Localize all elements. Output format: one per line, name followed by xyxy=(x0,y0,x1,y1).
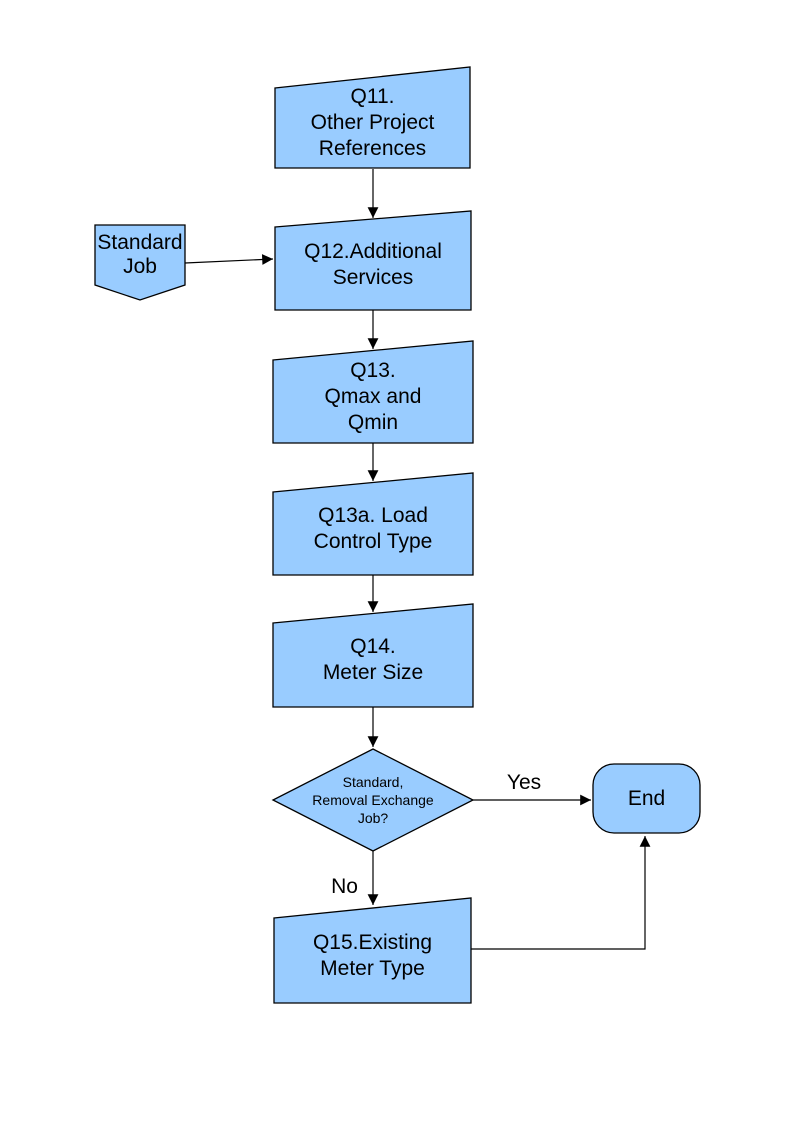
node-q13a-label: Q13a. Load Control Type xyxy=(313,503,433,553)
node-q11-label: Q11. Other Project References xyxy=(310,84,435,160)
node-standard-job-shape xyxy=(94,224,186,301)
node-q14-shape xyxy=(272,603,474,708)
node-end-label: End xyxy=(627,786,666,810)
node-decision-shape xyxy=(271,748,475,852)
edge-standardjob-to-q12 xyxy=(184,254,274,265)
edge-label-no: No xyxy=(331,875,358,898)
node-end-shape xyxy=(592,763,701,834)
node-decision-label: Standard, Removal Exchange Job? xyxy=(312,774,434,826)
node-q15-shape xyxy=(273,897,472,1004)
node-standard-job-label: Standard Job xyxy=(97,231,183,278)
edge-label-yes: Yes xyxy=(506,771,542,794)
node-q12-label: Q12.Additional Services xyxy=(304,239,442,289)
node-q15-label: Q15.Existing Meter Type xyxy=(312,930,433,980)
node-q13-shape xyxy=(272,340,474,444)
node-q14-label: Q14. Meter Size xyxy=(322,635,424,684)
node-q13a-shape xyxy=(272,472,474,576)
node-q13-label: Q13. Qmax and Qmin xyxy=(324,358,422,434)
edge-q15-to-end xyxy=(471,836,651,950)
node-q12-shape xyxy=(274,210,472,311)
node-q11-shape xyxy=(274,66,471,169)
